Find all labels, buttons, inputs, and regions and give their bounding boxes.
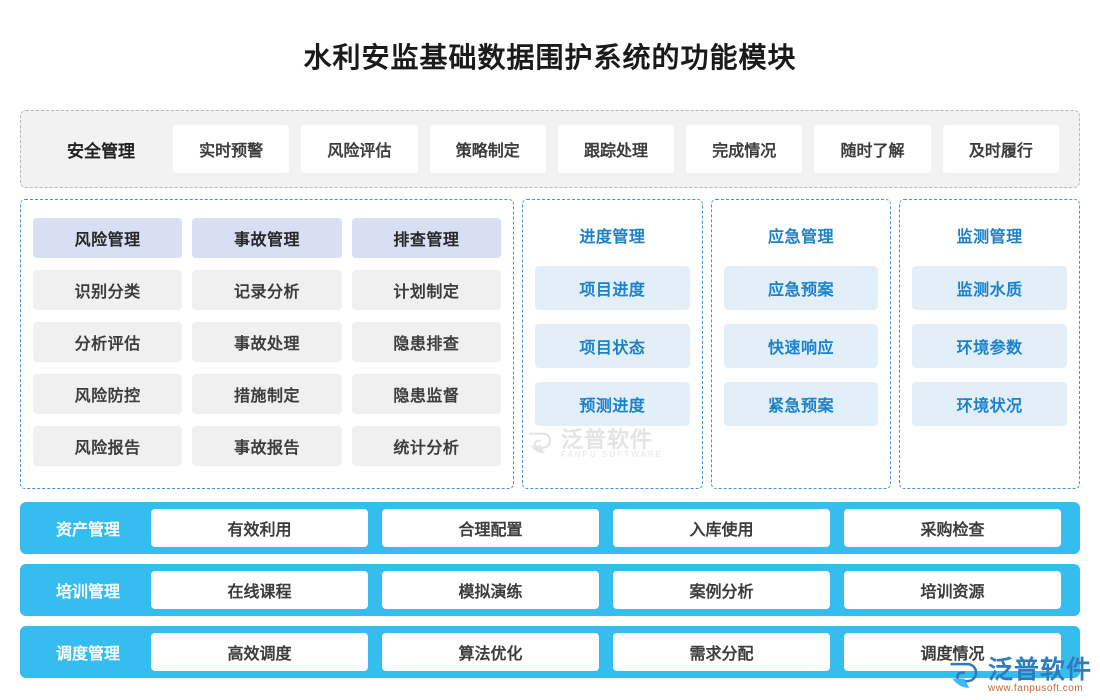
- module-groups-area: 风险管理 识别分类 分析评估 风险防控 风险报告 事故管理 记录分析 事故处理 …: [20, 199, 1081, 489]
- row-label-training-management: 培训管理: [55, 584, 120, 601]
- asset-chip-2[interactable]: 入库使用: [613, 509, 830, 547]
- top-chip-3[interactable]: 跟踪处理: [557, 125, 675, 173]
- cell-risk-3[interactable]: 风险报告: [33, 426, 183, 466]
- column-accident-management: 事故管理 记录分析 事故处理 措施制定 事故报告: [192, 218, 342, 476]
- asset-chip-3[interactable]: 采购检查: [844, 509, 1061, 547]
- dispatch-chip-2[interactable]: 需求分配: [613, 633, 830, 671]
- top-chip-2[interactable]: 策略制定: [429, 125, 546, 173]
- cell-emergency-0[interactable]: 应急预案: [723, 266, 879, 310]
- band-label-safety-management: 安全管理: [67, 141, 135, 161]
- cell-risk-2[interactable]: 风险防控: [33, 374, 183, 414]
- cell-inspection-1[interactable]: 隐患排查: [351, 322, 501, 362]
- training-chip-1[interactable]: 模拟演练: [382, 571, 599, 609]
- asset-chip-0[interactable]: 有效利用: [151, 509, 368, 547]
- page-title: 水利安监基础数据围护系统的功能模块: [303, 42, 797, 73]
- cell-monitoring-2[interactable]: 环境状况: [912, 382, 1068, 426]
- column-header-inspection-management[interactable]: 排查管理: [351, 218, 501, 258]
- group-emergency-management: 应急管理 应急预案 快速响应 紧急预案: [710, 199, 892, 489]
- top-chip-5[interactable]: 随时了解: [814, 125, 931, 173]
- cell-accident-0[interactable]: 记录分析: [192, 270, 342, 310]
- cell-progress-0[interactable]: 项目进度: [535, 266, 690, 310]
- dispatch-chip-0[interactable]: 高效调度: [151, 633, 368, 671]
- cell-accident-1[interactable]: 事故处理: [192, 322, 342, 362]
- column-inspection-management: 排查管理 计划制定 隐患排查 隐患监督 统计分析: [351, 218, 501, 476]
- dispatch-chip-1[interactable]: 算法优化: [382, 633, 599, 671]
- cell-monitoring-0[interactable]: 监测水质: [912, 266, 1068, 310]
- group-risk-accident-inspection: 风险管理 识别分类 分析评估 风险防控 风险报告 事故管理 记录分析 事故处理 …: [20, 199, 514, 489]
- row-label-asset-management: 资产管理: [55, 522, 120, 539]
- cell-accident-3[interactable]: 事故报告: [192, 426, 342, 466]
- training-chip-2[interactable]: 案例分析: [613, 571, 830, 609]
- top-chip-4[interactable]: 完成情况: [686, 125, 803, 173]
- cell-progress-2[interactable]: 预测进度: [535, 382, 690, 426]
- cell-emergency-1[interactable]: 快速响应: [723, 324, 879, 368]
- cell-risk-0[interactable]: 识别分类: [33, 270, 183, 310]
- column-header-emergency-management[interactable]: 应急管理: [768, 229, 835, 246]
- column-header-risk-management[interactable]: 风险管理: [33, 218, 183, 258]
- safety-management-band: 安全管理 实时预警 风险评估 策略制定 跟踪处理 完成情况 随时了解 及时履行: [20, 110, 1080, 188]
- row-asset-management: 资产管理 有效利用 合理配置 入库使用 采购检查: [20, 502, 1080, 554]
- top-chip-1[interactable]: 风险评估: [301, 125, 418, 173]
- cell-monitoring-1[interactable]: 环境参数: [912, 324, 1068, 368]
- column-risk-management: 风险管理 识别分类 分析评估 风险防控 风险报告: [33, 218, 183, 476]
- row-dispatch-management: 调度管理 高效调度 算法优化 需求分配 调度情况: [20, 626, 1080, 678]
- cell-accident-2[interactable]: 措施制定: [192, 374, 342, 414]
- training-chip-3[interactable]: 培训资源: [844, 571, 1061, 609]
- top-chip-6[interactable]: 及时履行: [942, 125, 1059, 173]
- row-training-management: 培训管理 在线课程 模拟演练 案例分析 培训资源: [20, 564, 1080, 616]
- group-progress-management: 进度管理 项目进度 项目状态 预测进度: [522, 199, 703, 489]
- group-monitoring-management: 监测管理 监测水质 环境参数 环境状况: [899, 199, 1081, 489]
- training-chip-0[interactable]: 在线课程: [151, 571, 368, 609]
- watermark-corner-en: www.fanpusoft.com: [987, 682, 1084, 694]
- column-header-progress-management[interactable]: 进度管理: [579, 229, 646, 246]
- cell-risk-1[interactable]: 分析评估: [33, 322, 183, 362]
- cell-emergency-2[interactable]: 紧急预案: [723, 382, 879, 426]
- cell-inspection-0[interactable]: 计划制定: [351, 270, 501, 310]
- dispatch-chip-3[interactable]: 调度情况: [844, 633, 1061, 671]
- column-header-accident-management[interactable]: 事故管理: [192, 218, 342, 258]
- cell-progress-1[interactable]: 项目状态: [535, 324, 690, 368]
- cell-inspection-3[interactable]: 统计分析: [351, 426, 501, 466]
- column-header-monitoring-management[interactable]: 监测管理: [956, 229, 1023, 246]
- cell-inspection-2[interactable]: 隐患监督: [351, 374, 501, 414]
- asset-chip-1[interactable]: 合理配置: [382, 509, 599, 547]
- top-chip-0[interactable]: 实时预警: [173, 125, 290, 173]
- row-label-dispatch-management: 调度管理: [55, 646, 120, 663]
- bottom-module-rows: 资产管理 有效利用 合理配置 入库使用 采购检查 培训管理 在线课程 模拟演练 …: [20, 502, 1080, 678]
